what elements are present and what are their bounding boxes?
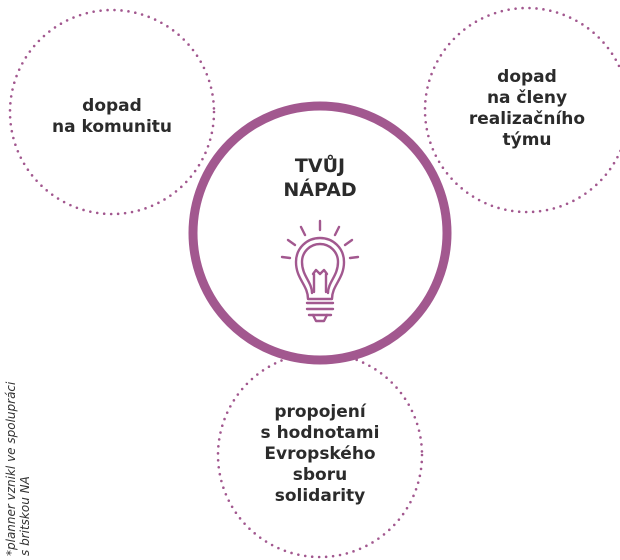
center-title-line: TVŮJ [294,155,346,177]
label-line: sboru [292,465,348,485]
label-line: propojení [274,402,366,422]
center-circle [188,101,452,365]
label-line: Evropského [264,444,376,464]
label-values: propojení s hodnotami Evropského sboru s… [240,402,400,507]
center-title: TVŮJ NÁPAD [260,154,380,202]
footnote-line: *planner vznikl ve spolupráci [4,381,18,556]
label-line: na komunitu [52,117,172,137]
footnote-line: s britskou NA [18,476,32,556]
circle-team [423,6,620,214]
label-line: dopad [82,96,142,116]
label-team: dopad na členy realizačního týmu [447,67,607,151]
circle-values [216,351,424,559]
lightbulb-icon [280,219,360,323]
center-title-line: NÁPAD [283,179,357,201]
label-line: dopad [497,67,557,87]
circle-community [8,8,216,216]
label-line: solidarity [274,486,366,506]
label-line: na členy [486,88,568,108]
label-line: s hodnotami [260,423,380,443]
label-community: dopad na komunitu [32,96,192,138]
label-line: realizačního [468,109,586,129]
label-line: týmu [502,130,552,150]
footnote: *planner vznikl ve spolupráci s britskou… [4,382,32,556]
